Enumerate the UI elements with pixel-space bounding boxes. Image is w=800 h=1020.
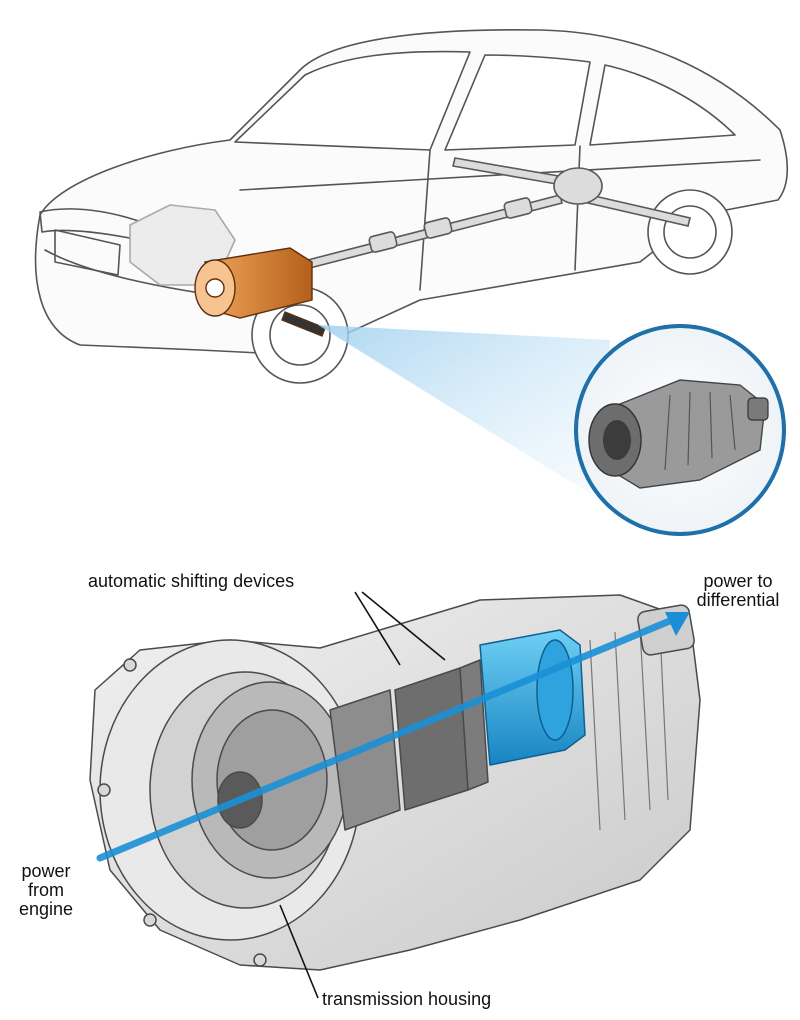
label-transmission-housing: transmission housing (322, 989, 492, 1009)
door-line-rear (574, 145, 581, 271)
label-power-to-line1: power to (703, 571, 773, 591)
transmission-tailshaft (281, 311, 326, 337)
power-flow-arrowhead (665, 612, 690, 636)
leader-shifting-devices-a (354, 591, 401, 666)
u-joint-front (368, 231, 398, 253)
label-power-to-differential: power to differential (676, 572, 800, 610)
car-transmission-highlight (194, 247, 326, 337)
clutch-pack-2 (394, 667, 469, 811)
front-side-window (444, 54, 591, 151)
differential (553, 167, 603, 205)
power-flow-line (96, 616, 676, 862)
u-joint-rear (503, 197, 533, 219)
flange-bolt (143, 913, 157, 927)
drivetrain (299, 157, 691, 271)
flange-bolt (253, 953, 267, 967)
label-power-from-engine: power from engine (6, 862, 86, 919)
inset-tail (747, 397, 769, 421)
transmission-photo-inset (574, 324, 786, 536)
leader-lines (279, 591, 446, 999)
inset-bell-inner (603, 420, 631, 460)
label-power-from-line3: engine (18, 899, 74, 919)
clutch-pack-1 (329, 689, 401, 831)
grille (54, 229, 121, 276)
transmission-bell-center (205, 278, 225, 298)
leader-transmission-housing (279, 904, 319, 999)
u-joint-mid (423, 217, 453, 239)
label-power-from-line2: from (28, 880, 64, 900)
windshield (234, 50, 471, 151)
leader-shifting-devices-b (361, 591, 446, 661)
rear-wheel (647, 189, 733, 275)
inset-ribs (664, 391, 736, 471)
projection-beam (318, 325, 610, 500)
label-automatic-shifting-devices: automatic shifting devices (88, 571, 295, 591)
transmission-cutaway (89, 594, 701, 971)
body-crease (239, 159, 761, 191)
rear-side-window (589, 64, 736, 146)
planetary-gear-set (459, 659, 489, 791)
front-wheel-hub (269, 304, 331, 366)
label-power-from-line1: power (21, 861, 71, 881)
flange-bolt (123, 658, 137, 672)
label-power-to-line2: differential (696, 590, 780, 610)
blue-gear-ring (536, 639, 574, 741)
power-flow-arrow (96, 612, 690, 862)
rear-wheel-hub (663, 205, 717, 259)
flange-bolt (97, 783, 111, 797)
housing-ribs (589, 627, 669, 831)
door-line-front (419, 149, 431, 291)
